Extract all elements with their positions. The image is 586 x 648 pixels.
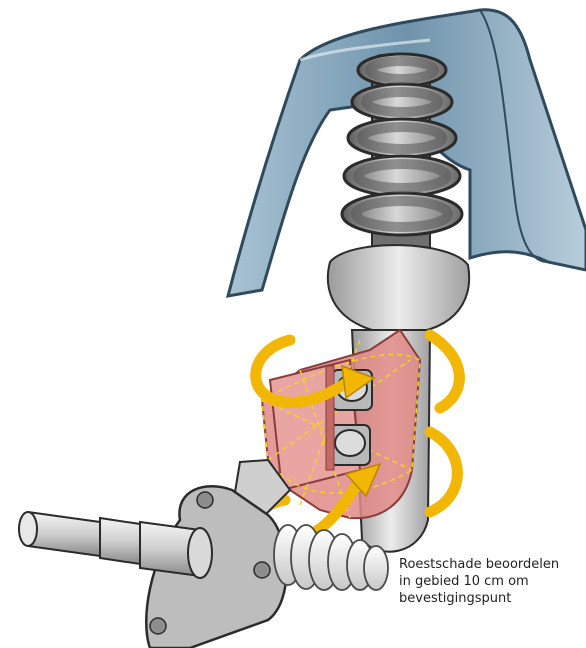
rotation-arrow-back	[430, 335, 459, 512]
caption-line-1: Roestschade beoordelen	[399, 556, 586, 573]
inspection-caption: Roestschade beoordelen in gebied 10 cm o…	[399, 556, 586, 607]
caption-line-2: in gebied 10 cm om	[399, 573, 586, 590]
bolt-lower	[330, 425, 370, 465]
caption-line-3: bevestigingspunt	[399, 590, 586, 607]
